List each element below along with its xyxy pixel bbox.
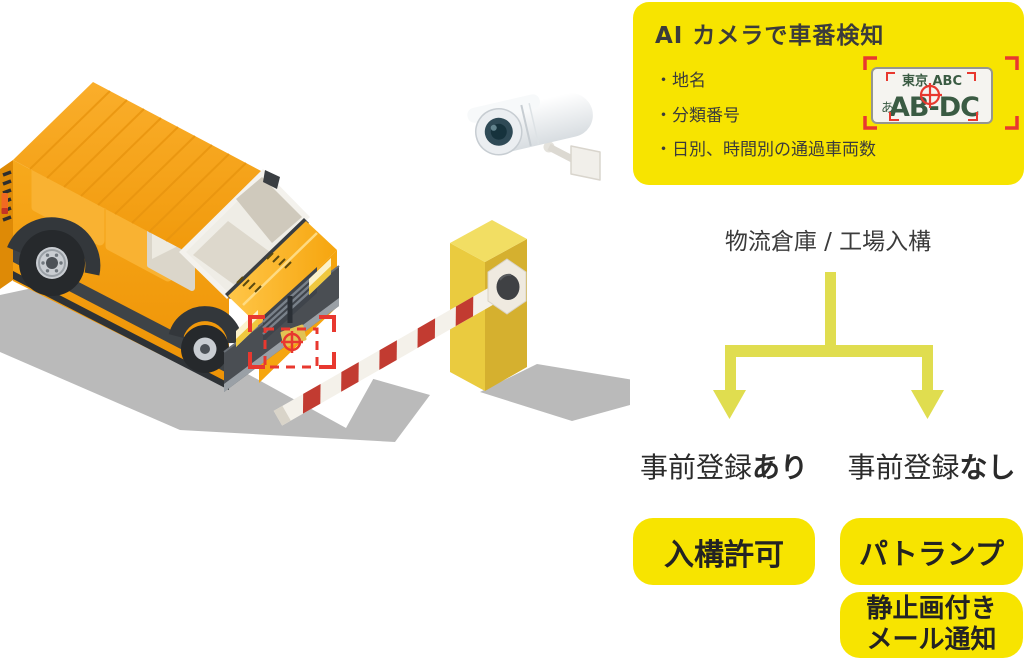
info-bullet-list: ・地名 ・分類番号 ・日別、時間別の通過車両数 (655, 64, 876, 168)
plate-number-text: AB-DC (889, 92, 979, 123)
barrier-shadow (480, 364, 630, 421)
condition-prefix: 事前登録 (639, 451, 752, 484)
plate-detection-target-icon (248, 315, 336, 369)
action-box-mail-notification: 静止画付き メール通知 (840, 592, 1023, 658)
arrow-down-right (911, 390, 944, 419)
action-mail-line1: 静止画付き (866, 594, 997, 624)
flow-root-label: 物流倉庫 / 工場入構 (724, 229, 932, 255)
plate-region-text: 東京 ABC (902, 73, 962, 89)
van-headlights (236, 258, 331, 347)
action-entry-label: 入構許可 (664, 537, 784, 573)
surveillance-camera-icon (467, 93, 601, 181)
camera-wall-mount (570, 145, 601, 181)
van-rear-wheel (19, 230, 85, 296)
plate-outer-brackets (863, 56, 1019, 130)
condition-box-registered: 事前登録あり (633, 432, 815, 500)
info-panel-title: AI カメラで車番検知 (655, 23, 885, 49)
info-bullet-traffic-count: ・日別、時間別の通過車両数 (655, 140, 876, 160)
arrow-down-left (713, 390, 746, 419)
van-front-wheel (181, 325, 229, 373)
condition-suffix-yes: あり (752, 451, 809, 484)
info-panel: AI カメラで車番検知 ・地名 ・分類番号 ・日別、時間別の通過車両数 東京 A… (633, 2, 1024, 185)
scene-illustration (0, 82, 630, 442)
branch-connector-arrows (713, 272, 944, 419)
van-mirror (263, 170, 280, 189)
delivery-van-icon (0, 82, 340, 392)
barrier-gate-icon (273, 220, 527, 426)
info-bullet-class-number: ・分類番号 (655, 105, 740, 126)
action-mail-line2: メール通知 (866, 625, 997, 655)
plate-crosshair-icon (919, 83, 942, 108)
plate-inner-brackets (886, 72, 978, 121)
flow-root-box: 物流倉庫 / 工場入構 (633, 205, 1023, 273)
barrier-arm (273, 282, 507, 426)
van-hood (228, 221, 337, 326)
condition-prefix: 事前登録 (847, 451, 960, 484)
condition-suffix-no: なし (959, 451, 1016, 484)
van-grille (262, 267, 318, 342)
info-bullet-place-name: ・地名 (655, 71, 706, 91)
action-box-entry-permitted: 入構許可 (633, 518, 815, 585)
action-box-patrol-lamp: パトランプ (840, 518, 1023, 585)
license-plate-sample: 東京 ABC あ AB-DC (863, 56, 1019, 130)
action-lamp-label: パトランプ (858, 536, 1004, 571)
condition-box-unregistered: 事前登録なし (840, 432, 1023, 500)
